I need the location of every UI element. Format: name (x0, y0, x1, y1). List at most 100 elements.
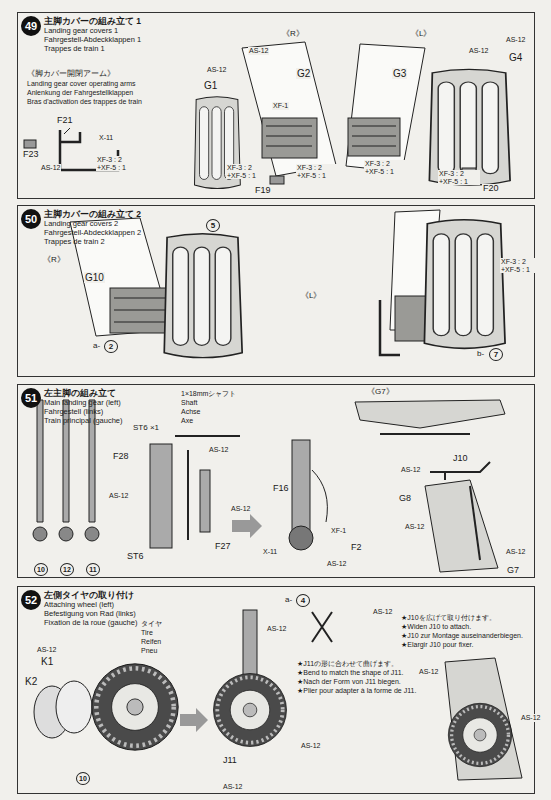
part-label: 《L》 (300, 292, 322, 301)
instruction-note: ★Widen J10 to attach. (400, 623, 472, 631)
step-title: Fahrgestell-Abdeckklappen 1 (44, 35, 141, 44)
part-label: F21 (56, 116, 74, 126)
step-title: 左側タイヤの取り付け (44, 590, 137, 600)
paint-callout: AS-12 (206, 66, 227, 74)
step-title: Attaching wheel (left) (44, 600, 137, 609)
step-title: Main landing gear (left) (44, 398, 123, 407)
paint-callout: AS-12 (468, 47, 489, 55)
callout-number: 7 (489, 348, 503, 361)
part-label: Shaft (180, 399, 198, 407)
part-label: J11 (222, 756, 238, 766)
paint-callout: XF-3 : 2 +XF-5 : 1 (364, 160, 406, 175)
step-title: 主脚カバーの組み立て 2 (44, 209, 141, 219)
part-label: Anlenkung der Fahrgestellklappen (26, 89, 134, 97)
step-title: Fahrgestell-Abdeckklappen 2 (44, 228, 141, 237)
part-label: G3 (392, 68, 407, 79)
part-label: タイヤ (140, 620, 163, 628)
paint-callout: AS-12 (222, 783, 243, 791)
callout-number: 12 (60, 563, 74, 576)
part-label: Pneu (140, 647, 158, 655)
part-label: G4 (508, 52, 523, 63)
part-label: 《R》 (281, 30, 305, 39)
callout-number: 10 (76, 772, 90, 785)
part-label: ST6 ×1 (132, 424, 160, 433)
part-label: Bras d'activation des trappes de train (26, 98, 143, 106)
part-label: 《G7》 (366, 388, 395, 397)
part-label: Axe (180, 417, 194, 425)
part-label: G7 (506, 566, 520, 576)
part-label: Achse (180, 408, 201, 416)
step-title: 左主脚の組み立て (44, 388, 123, 398)
part-label: Landing gear cover operating arms (26, 80, 137, 88)
part-label: 《R》 (42, 256, 66, 265)
part-label: F2 (350, 543, 363, 553)
part-label: Tire (140, 629, 154, 637)
step-title: 主脚カバーの組み立て 1 (44, 16, 141, 26)
paint-callout: AS-12 (505, 36, 526, 44)
paint-callout: XF-3 : 2 +XF-5 : 1 (96, 156, 138, 171)
paint-callout: X-11 (98, 134, 114, 142)
part-label: a- (284, 596, 293, 605)
paint-callout: AS-12 (248, 47, 269, 55)
step-title: Befestigung von Rad (links) (44, 609, 137, 618)
part-label: F16 (272, 484, 290, 494)
part-label: F28 (112, 452, 130, 462)
part-label: G8 (398, 494, 412, 504)
paint-callout: AS-12 (266, 625, 287, 633)
callout-number: 5 (206, 219, 220, 232)
part-label: Reifen (140, 638, 162, 646)
paint-callout: AS-12 (208, 446, 229, 454)
paint-callout: AS-12 (505, 548, 526, 556)
callout-number: 10 (34, 563, 48, 576)
step-title: Trappes de train 2 (44, 237, 141, 246)
part-label: G10 (84, 272, 105, 283)
instruction-note: ★J10を広げて取り付けます。 (400, 614, 497, 622)
paint-callout: AS-12 (404, 523, 425, 531)
step-title: Landing gear covers 1 (44, 26, 141, 35)
step-number: 51 (21, 388, 41, 408)
step-number-text: 51 (25, 392, 37, 404)
step-number-text: 50 (25, 213, 37, 225)
paint-callout: XF-3 : 2 +XF-5 : 1 (226, 164, 268, 179)
part-label: J10 (452, 454, 469, 464)
instruction-note: ★Bend to match the shape of J11. (296, 669, 405, 677)
step-number-text: 52 (25, 594, 37, 606)
instruction-note: ★Plier pour adapter à la forme de J11. (296, 687, 417, 695)
step-title: Train principal (gauche) (44, 416, 123, 425)
part-label: K1 (40, 656, 54, 667)
paint-callout: AS-12 (418, 668, 439, 676)
paint-callout: AS-12 (40, 164, 61, 172)
instruction-note: ★Nach der Form von J11 biegen. (296, 678, 402, 686)
part-label: 《脚カバー開閉アーム》 (26, 70, 116, 79)
callout-number: 4 (296, 594, 310, 607)
callout-number: 2 (104, 340, 118, 353)
paint-callout: XF-1 (272, 102, 289, 110)
step-title: Landing gear covers 2 (44, 219, 141, 228)
callout-number: 11 (86, 563, 100, 576)
paint-callout: AS-12 (372, 608, 393, 616)
paint-callout: XF-3 : 2 +XF-5 : 1 (438, 170, 480, 185)
part-label: 1×18mmシャフト (180, 390, 237, 398)
part-label: F20 (482, 184, 500, 194)
part-label: F19 (254, 186, 272, 196)
part-label: K2 (24, 676, 38, 687)
part-label: G1 (203, 80, 218, 91)
part-label: a- (92, 342, 101, 351)
paint-callout: X-11 (262, 548, 278, 556)
step-panel: 主脚カバーの組み立て 2Landing gear covers 2Fahrges… (17, 205, 535, 377)
part-label: F23 (22, 150, 40, 160)
part-label: 《L》 (410, 30, 432, 39)
paint-callout: AS-12 (520, 714, 541, 722)
paint-callout: AS-12 (300, 742, 321, 750)
paint-callout: AS-12 (326, 560, 347, 568)
step-number: 50 (21, 209, 41, 229)
paint-callout: AS-12 (400, 466, 421, 474)
step-number-text: 49 (25, 20, 37, 32)
step-title: Fixation de la roue (gauche) (44, 618, 137, 627)
part-label: ST6 (126, 552, 145, 562)
paint-callout: XF-1 (330, 527, 347, 535)
part-label: b- (476, 350, 485, 359)
paint-callout: AS-12 (230, 505, 251, 513)
step-title: Trappes de train 1 (44, 44, 141, 53)
part-label: G2 (296, 68, 311, 79)
